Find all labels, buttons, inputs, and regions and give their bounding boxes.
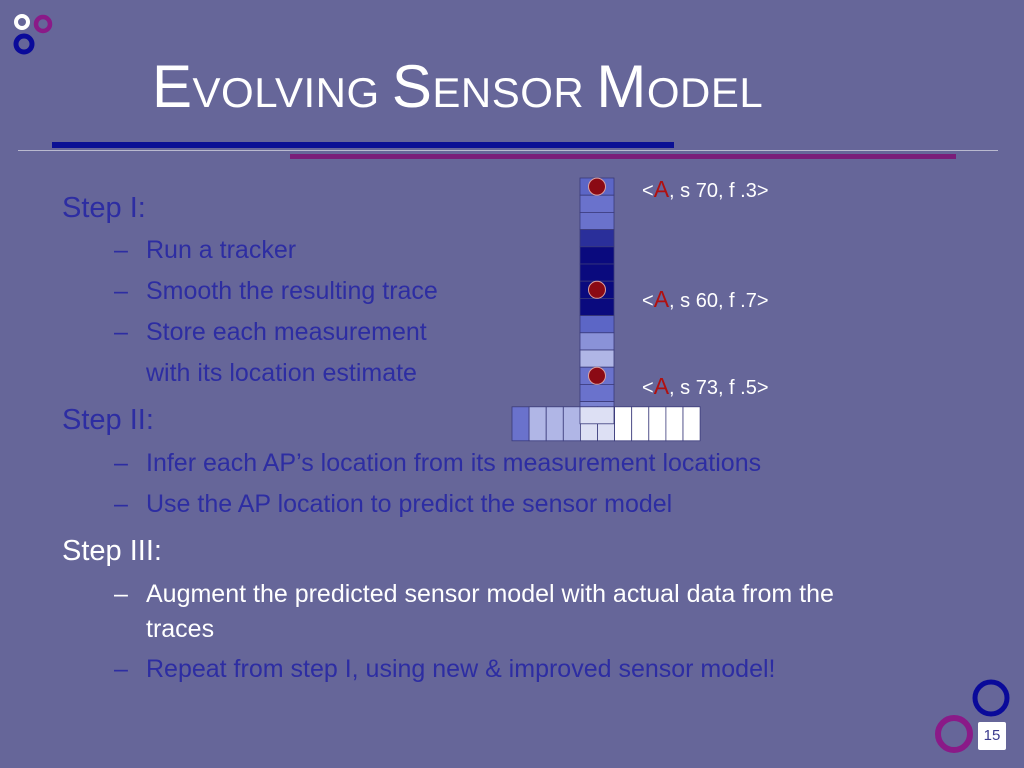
page-number: 15 <box>978 722 1006 750</box>
measurement-1-open: < <box>642 180 654 202</box>
trace-cell-junction <box>579 406 615 425</box>
step-1-item-3-continued-text: with its location estimate <box>146 359 417 387</box>
corner-rings-icon <box>935 679 1010 753</box>
bullet-dash: – <box>114 490 128 518</box>
trace-cell-vertical <box>579 177 615 196</box>
trace-cell-vertical <box>579 383 615 402</box>
measurement-3-ap: A <box>653 373 670 399</box>
bullet-dash: – <box>114 655 128 683</box>
trace-cell-horizontal <box>597 406 616 442</box>
trace-cell-vertical <box>579 401 615 420</box>
title-underline-purple <box>290 154 956 159</box>
measurement-marker <box>588 177 606 196</box>
bullet-dash: – <box>114 236 128 264</box>
step-2-item-1-text: Infer each AP’s location from its measur… <box>146 449 762 477</box>
step-3-item-2-text: Repeat from step I, using new & improved… <box>146 655 776 683</box>
bullet-dash: – <box>114 580 128 608</box>
trace-cell-horizontal <box>682 406 701 442</box>
rings-logo-icon <box>13 14 53 55</box>
title-divider-line <box>18 150 998 151</box>
title-word-2-initial: S <box>391 53 433 120</box>
trace-cell-horizontal <box>648 406 667 442</box>
bullet-dash: – <box>114 318 128 346</box>
trace-cell-vertical <box>579 349 615 368</box>
measurement-3-values: , s 73, f .5> <box>669 377 769 399</box>
trace-cell-horizontal <box>528 406 547 442</box>
measurement-1-values: , s 70, f .3> <box>669 180 769 202</box>
trace-cell-horizontal <box>665 406 684 442</box>
title-word-3-initial: M <box>596 53 647 120</box>
trace-cell-vertical <box>579 280 615 299</box>
measurement-marker <box>588 280 606 299</box>
title-word-3-rest: ODEL <box>646 69 764 116</box>
trace-cell-vertical <box>579 263 615 282</box>
measurement-2-open: < <box>642 290 654 312</box>
measurement-1-ap: A <box>653 176 670 202</box>
title-underline-blue <box>52 142 674 148</box>
trace-cell-vertical <box>579 229 615 248</box>
trace-cell-horizontal <box>631 406 650 442</box>
step-1-item-3-text: Store each measurement <box>146 318 427 346</box>
step-1-item-1-text: Run a tracker <box>146 236 297 264</box>
trace-cell-horizontal <box>511 406 530 442</box>
trace-cell-vertical <box>579 366 615 385</box>
title-word-1-initial: E <box>152 53 193 120</box>
trace-cell-vertical <box>579 211 615 230</box>
trace-cell-horizontal <box>580 406 598 442</box>
title-word-1-rest: VOLVING <box>192 69 392 116</box>
measurement-label-1: <A, s 70, f .3> <box>642 176 769 203</box>
step-1-heading: Step I: <box>62 192 146 224</box>
trace-cell-vertical <box>579 315 615 334</box>
measurement-label-2: <A, s 60, f .7> <box>642 286 769 313</box>
title-word-2-rest: ENSOR <box>432 69 597 116</box>
trace-cell-vertical <box>579 297 615 316</box>
trace-cell-vertical <box>579 332 615 351</box>
bullet-dash: – <box>114 277 128 305</box>
measurement-2-ap: A <box>653 286 670 312</box>
step-2-heading: Step II: <box>62 404 154 436</box>
step-3-item-1-continued-text: traces <box>146 615 215 643</box>
measurement-label-3: <A, s 73, f .5> <box>642 373 769 400</box>
bullet-dash: – <box>114 449 128 477</box>
measurement-marker <box>588 366 606 385</box>
step-1-item-2-text: Smooth the resulting trace <box>146 277 438 305</box>
trace-cell-horizontal <box>614 406 633 442</box>
slide-title: EVOLVING SENSOR MODEL <box>152 52 763 121</box>
measurement-2-values: , s 60, f .7> <box>669 290 769 312</box>
trace-cell-horizontal <box>562 406 581 442</box>
measurement-3-open: < <box>642 377 654 399</box>
step-2-item-2-text: Use the AP location to predict the senso… <box>146 490 673 518</box>
trace-cell-vertical <box>579 246 615 265</box>
step-3-item-1-text: Augment the predicted sensor model with … <box>146 580 834 608</box>
step-3-heading: Step III: <box>62 535 162 567</box>
trace-cell-vertical <box>579 194 615 213</box>
trace-cell-horizontal <box>545 406 564 442</box>
